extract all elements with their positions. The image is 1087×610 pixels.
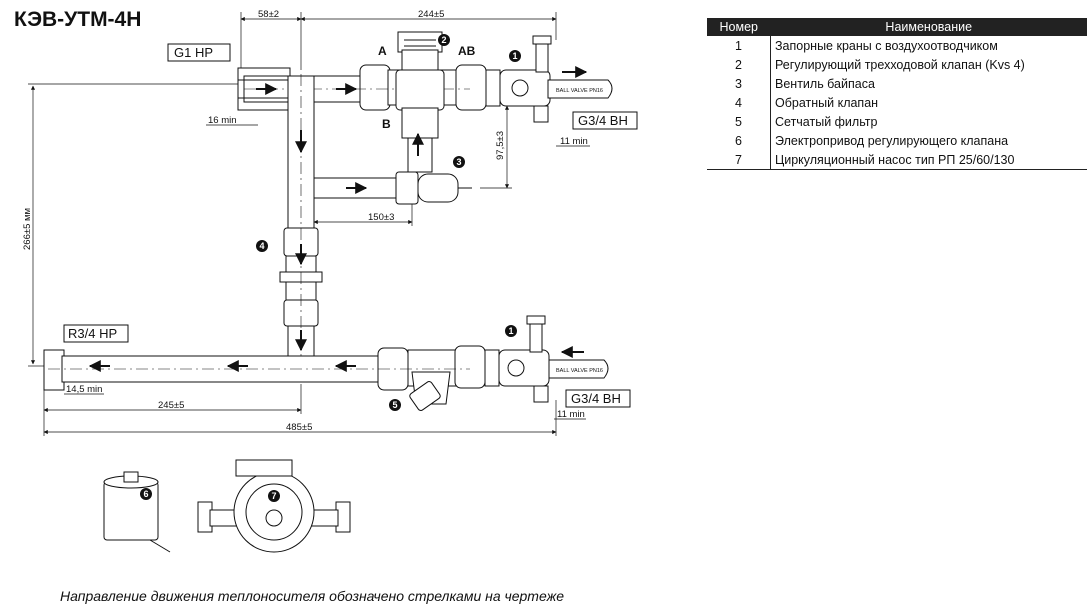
- vertical-supply-pipe: [279, 74, 323, 372]
- port-b-label: B: [382, 117, 391, 131]
- svg-text:6: 6: [143, 489, 148, 499]
- marker-2: 2: [438, 34, 450, 46]
- port-a-label: A: [378, 44, 387, 58]
- dim-245: 245±5: [158, 400, 184, 411]
- bypass-pipe: [313, 171, 472, 205]
- svg-text:2: 2: [441, 35, 446, 45]
- svg-text:1: 1: [508, 326, 513, 336]
- label-g1-hp: G1 HP: [174, 45, 213, 60]
- dim-11min-bottom: 11 min: [557, 409, 585, 420]
- dim-150: 150±3: [368, 212, 394, 223]
- strainer-filter: [409, 371, 451, 411]
- bottom-return-pipe: [43, 345, 500, 391]
- pump-drawing: [197, 459, 351, 553]
- label-g34-bh-top: G3/4 BH: [578, 113, 628, 128]
- top-ball-valve: [499, 35, 613, 123]
- svg-text:3: 3: [456, 157, 461, 167]
- marker-5: 5: [389, 399, 401, 411]
- diagram-title: КЭВ-УТМ-4Н: [14, 8, 142, 31]
- label-r34-hp: R3/4 HP: [68, 326, 117, 341]
- spec-header-name: Наименование: [770, 18, 1087, 36]
- valve-text-top: BALL VALVE PN16: [556, 88, 603, 94]
- dim-244: 244±5: [418, 9, 444, 20]
- marker-3: 3: [453, 156, 465, 168]
- marker-1-top: 1: [509, 50, 521, 62]
- marker-1-bottom: 1: [505, 325, 517, 337]
- dim-97: 97,5±3: [495, 131, 506, 160]
- svg-text:7: 7: [271, 491, 276, 501]
- mixing-valve: [395, 31, 445, 173]
- flow-direction-caption: Направление движения теплоносителя обозн…: [60, 588, 565, 604]
- label-g34-bh-bottom: G3/4 BH: [571, 391, 621, 406]
- svg-text:4: 4: [259, 241, 264, 251]
- dim-266: 266±5 мм: [22, 208, 33, 250]
- svg-text:5: 5: [392, 400, 397, 410]
- marker-6: 6: [140, 488, 152, 500]
- marker-7: 7: [268, 490, 280, 502]
- top-supply-pipe: [237, 64, 501, 111]
- dim-16min: 16 min: [208, 115, 237, 126]
- dim-14: 14,5 min: [66, 384, 102, 395]
- spec-header-number: Номер: [707, 18, 771, 36]
- dim-485: 485±5: [286, 422, 312, 433]
- actuator-drawing: [103, 471, 171, 553]
- port-ab-label: AB: [458, 44, 476, 58]
- valve-text-bottom: BALL VALVE PN16: [556, 368, 603, 374]
- dim-58: 58±2: [258, 9, 279, 20]
- dim-11min-top: 11 min: [560, 136, 588, 147]
- svg-text:1: 1: [512, 51, 517, 61]
- bottom-ball-valve: [498, 315, 609, 403]
- marker-4: 4: [256, 240, 268, 252]
